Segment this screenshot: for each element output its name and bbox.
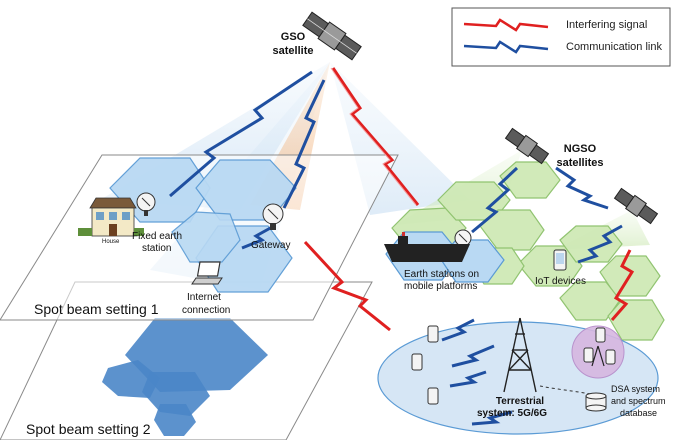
gso-label-line2: satellite: [273, 45, 314, 57]
ngso-satellite-icon-2: [613, 187, 659, 225]
iot-device-icon: [553, 249, 567, 271]
communication-links: [169, 70, 623, 426]
dsa-label-line2: and spectrum: [611, 396, 666, 406]
fixed-earth-label-line1: Fixed earth: [132, 231, 182, 242]
phone-icons: [411, 325, 616, 405]
fixed-earth-station-icon: [136, 192, 156, 216]
legend-communication-label: Communication link: [566, 41, 662, 53]
fixed-earth-label-line2: station: [142, 243, 171, 254]
spot2-hex-b: [142, 372, 210, 416]
dsa-label-line1: DSA system: [611, 384, 660, 394]
legend-interfering-swatch: [463, 18, 549, 32]
mobile-label-line1: Earth stations on: [404, 269, 479, 280]
gateway-dish-icon: [262, 203, 284, 230]
gso-satellite-icon: [302, 11, 362, 61]
dsa-label-line3: database: [620, 408, 657, 418]
mobile-label-line2: mobile platforms: [404, 281, 477, 292]
ngso-satellite-icon-1: [504, 127, 550, 165]
legend-interfering-label: Interfering signal: [566, 19, 647, 31]
house-icon: [78, 197, 144, 237]
small-tower-icon: [591, 345, 605, 367]
house-label: House: [102, 239, 120, 245]
database-icon: [585, 392, 607, 412]
legend-communication-swatch: [463, 40, 549, 54]
spot-beam-plane-2: [0, 281, 373, 440]
gateway-label: Gateway: [251, 240, 290, 251]
ship-icon: [384, 232, 470, 262]
dsa-coverage: [571, 325, 625, 379]
spot2-hex-c: [154, 404, 196, 436]
internet-label-line2: connection: [182, 305, 230, 316]
interfering-signals: [303, 67, 635, 332]
gso-label-line1: GSO: [281, 31, 306, 43]
spot-beam-1-label: Spot beam setting 1: [34, 301, 159, 317]
ngso-label-line2: satellites: [556, 157, 603, 169]
ngso-label-line1: NGSO: [564, 143, 597, 155]
ship-dish-icon: [454, 229, 472, 247]
internet-label-line1: Internet: [187, 292, 221, 303]
cell-tower-icon: [503, 317, 537, 393]
iot-label: IoT devices: [535, 276, 586, 287]
spot-beam-2-label: Spot beam setting 2: [26, 421, 151, 437]
terrestrial-label-line1: Terrestrial: [496, 396, 544, 407]
legend: Interfering signal Communication link: [451, 7, 671, 67]
terrestrial-label-line2: system: 5G/6G: [477, 408, 547, 419]
laptop-icon: [191, 261, 223, 285]
